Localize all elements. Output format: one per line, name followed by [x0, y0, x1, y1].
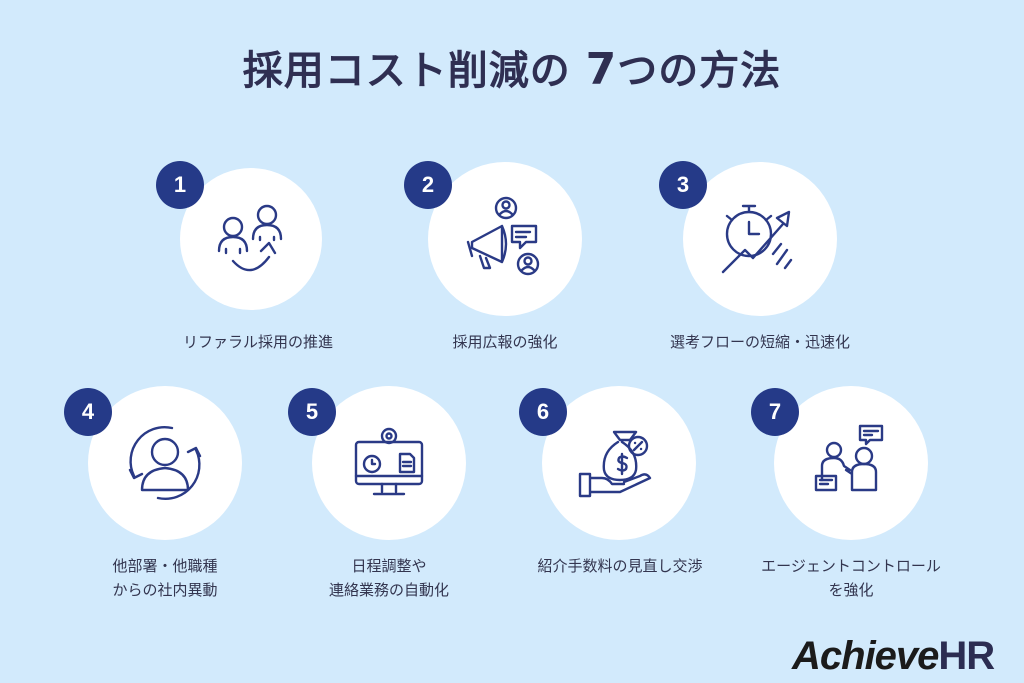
logo-text-hr: HR [938, 634, 995, 678]
item-5-label: 日程調整や連絡業務の自動化 [259, 554, 519, 602]
label-line: からの社内異動 [112, 581, 218, 599]
item-2-badge: 2 [404, 161, 452, 209]
stopwatch-growth-icon [721, 204, 793, 274]
title-number: 7 [585, 44, 618, 95]
logo-text-achieve: Achieve [792, 634, 939, 678]
monitor-automation-icon [354, 427, 424, 496]
referral-people-icon [217, 204, 283, 272]
label-line: 日程調整や [351, 557, 427, 575]
item-1-circle [180, 168, 322, 310]
item-4-label: 他部署・他職種からの社内異動 [35, 554, 295, 602]
label-line: エージェントコントロール [761, 557, 941, 575]
item-5-badge: 5 [288, 388, 336, 436]
item-5-circle [312, 386, 466, 540]
label-line: 他部署・他職種 [112, 557, 218, 575]
item-1-label: リファラル採用の推進 [128, 330, 388, 354]
label-line: 連絡業務の自動化 [328, 581, 449, 599]
person-rotate-icon [128, 426, 202, 500]
label-line: リファラル採用の推進 [182, 333, 333, 351]
money-hand-icon [578, 430, 652, 498]
title-rest: つの方法 [617, 48, 782, 94]
agent-meeting-icon [814, 424, 884, 492]
item-1-badge: 1 [156, 161, 204, 209]
label-line: 選考フローの短縮・迅速化 [669, 333, 850, 351]
label-line: 紹介手数料の見直し交渉 [537, 557, 703, 575]
item-3-badge: 3 [659, 161, 707, 209]
label-line: 採用広報の強化 [452, 333, 558, 351]
item-7-label: エージェントコントロールを強化 [721, 554, 981, 602]
item-6-badge: 6 [519, 388, 567, 436]
item-7-badge: 7 [751, 388, 799, 436]
item-6-label: 紹介手数料の見直し交渉 [490, 554, 750, 578]
item-6-circle [542, 386, 696, 540]
item-2-circle [428, 162, 582, 316]
label-line: を強化 [828, 581, 874, 599]
item-3-label: 選考フローの短縮・迅速化 [630, 330, 890, 354]
title-main: 採用コスト削減の [242, 48, 571, 94]
achievehr-logo: AchieveHR [792, 634, 995, 679]
item-3-circle [683, 162, 837, 316]
item-4-circle [88, 386, 242, 540]
page-title: 採用コスト削減の 7つの方法 [0, 38, 1024, 96]
item-4-badge: 4 [64, 388, 112, 436]
megaphone-icon [466, 196, 540, 276]
item-7-circle [774, 386, 928, 540]
item-2-label: 採用広報の強化 [375, 330, 635, 354]
